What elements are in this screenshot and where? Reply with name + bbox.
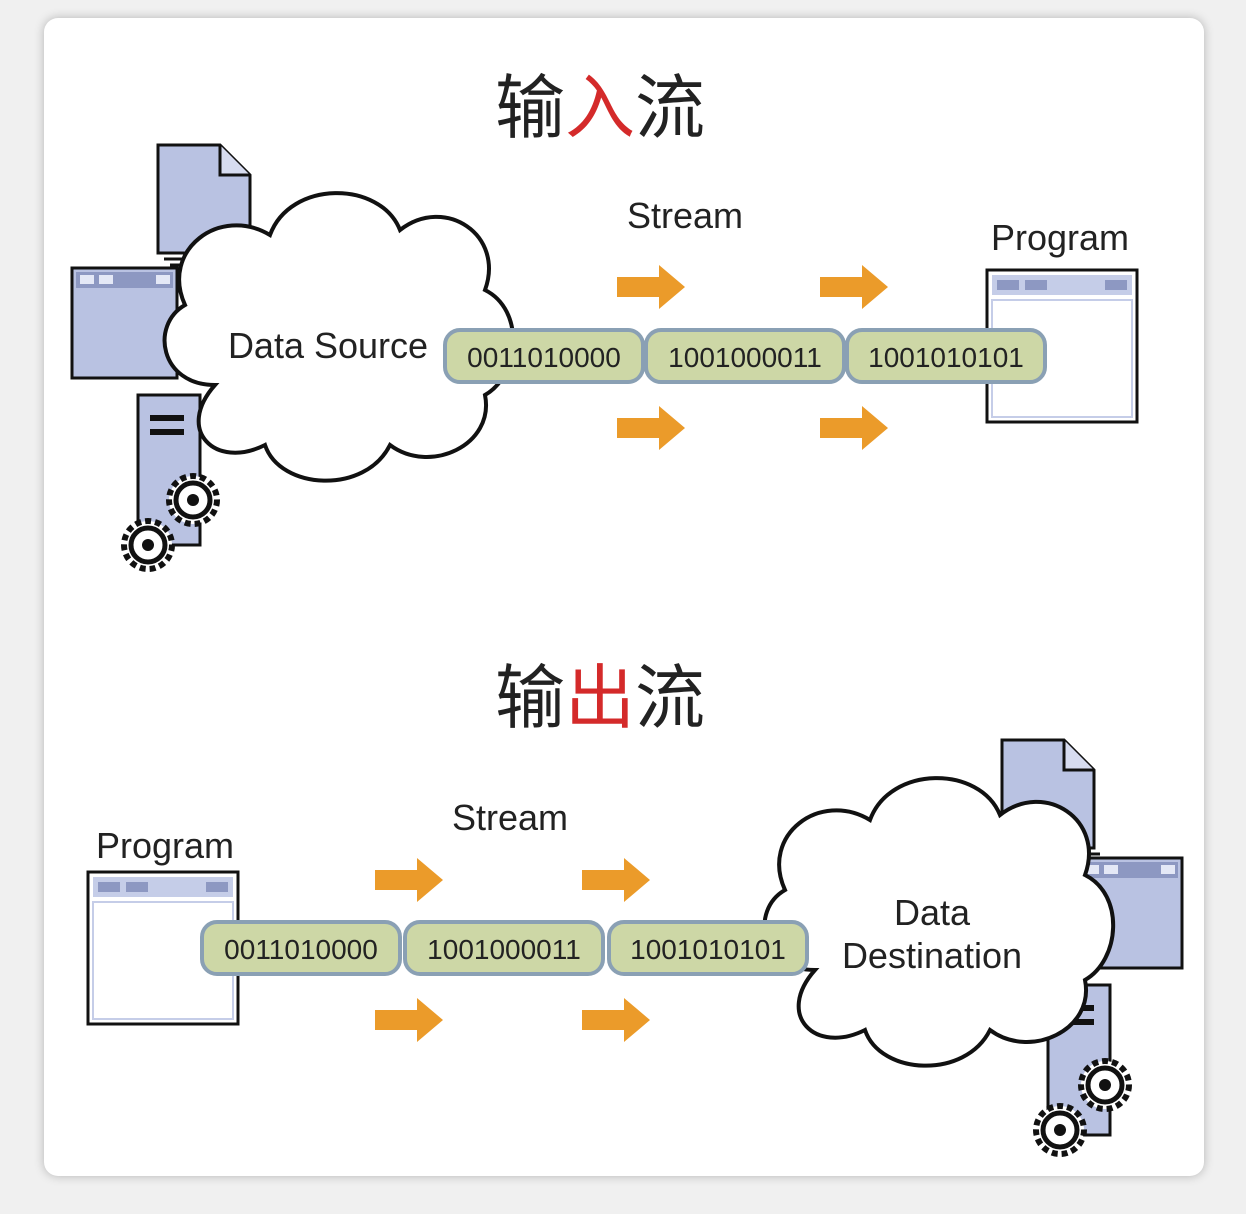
bit-chunk-text: 1001000011	[427, 934, 581, 965]
arrow-right-icon	[820, 406, 888, 450]
bit-chunk-text: 1001000011	[668, 342, 822, 373]
bit-chunk: 1001000011	[644, 328, 846, 384]
window-icon	[70, 266, 179, 380]
output-stream-label: Stream	[452, 797, 568, 838]
bit-chunk-text: 0011010000	[467, 342, 621, 373]
bit-chunk: 1001010101	[607, 920, 809, 976]
data-destination-label-line1: Data	[894, 892, 971, 933]
arrow-right-icon	[820, 265, 888, 309]
gear-icon	[124, 521, 172, 569]
program-label: Program	[96, 825, 234, 866]
bit-chunk: 0011010000	[443, 328, 645, 384]
input-stream-section: 输入流 Data Source Stream Program 001101000…	[70, 69, 1139, 569]
arrow-right-icon	[375, 998, 443, 1042]
program-label: Program	[991, 217, 1129, 258]
bit-chunk: 1001000011	[403, 920, 605, 976]
arrow-right-icon	[375, 858, 443, 902]
data-destination-label-line2: Destination	[842, 935, 1022, 976]
output-stream-section: 输出流 Program Stream Data Destination 0011…	[86, 659, 1184, 1154]
output-stream-title: 输出流	[495, 659, 705, 737]
arrow-right-icon	[582, 858, 650, 902]
bit-chunk: 0011010000	[200, 920, 402, 976]
gear-icon	[1081, 1061, 1129, 1109]
bit-chunk: 1001010101	[845, 328, 1047, 384]
bit-chunk-text: 1001010101	[630, 934, 786, 965]
arrow-right-icon	[617, 406, 685, 450]
input-stream-title: 输入流	[495, 69, 705, 147]
arrow-right-icon	[617, 265, 685, 309]
bit-chunk-text: 0011010000	[224, 934, 378, 965]
gear-icon	[1036, 1106, 1084, 1154]
input-stream-label: Stream	[627, 195, 743, 236]
bit-chunk-text: 1001010101	[868, 342, 1024, 373]
arrow-right-icon	[582, 998, 650, 1042]
gear-icon	[169, 476, 217, 524]
data-source-label: Data Source	[228, 325, 428, 366]
